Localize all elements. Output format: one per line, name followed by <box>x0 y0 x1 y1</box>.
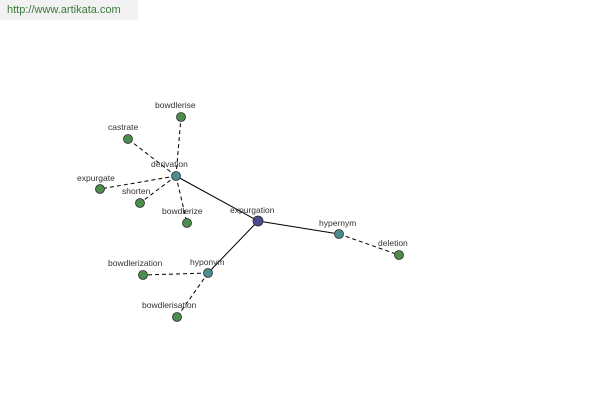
node-hyponym[interactable] <box>203 268 213 278</box>
node-derivation[interactable] <box>171 171 181 181</box>
node-bowdlerize[interactable] <box>182 218 192 228</box>
node-label-bowdlerisation[interactable]: bowdlerisation <box>142 300 197 310</box>
node-bowdlerisation[interactable] <box>172 312 182 322</box>
node-label-expurgate[interactable]: expurgate <box>77 173 115 183</box>
edge-hyponym-bowdlerisation <box>176 272 209 318</box>
url-banner: http://www.artikata.com <box>0 0 138 20</box>
edges-layer <box>99 116 400 318</box>
edge-derivation-bowdlerise <box>175 116 182 177</box>
labels-layer: expurgation derivation hypernym hyponym bowd… <box>77 100 408 310</box>
node-label-expurgation[interactable]: expurgation <box>230 205 275 215</box>
node-hypernym[interactable] <box>334 229 344 239</box>
edge-derivation-castrate <box>127 138 177 177</box>
node-label-deletion[interactable]: deletion <box>378 238 408 248</box>
node-bowdlerization[interactable] <box>138 270 148 280</box>
node-deletion[interactable] <box>394 250 404 260</box>
node-label-bowdlerization[interactable]: bowdlerization <box>108 258 163 268</box>
node-label-castrate[interactable]: castrate <box>108 122 139 132</box>
edge-derivation-shorten <box>139 175 177 204</box>
edge-hypernym-deletion <box>338 233 400 256</box>
node-label-hyponym[interactable]: hyponym <box>190 257 225 267</box>
edge-expurgation-derivation <box>175 175 259 222</box>
node-expurgation[interactable] <box>252 215 264 227</box>
node-castrate[interactable] <box>123 134 133 144</box>
site-url-link[interactable]: http://www.artikata.com <box>7 4 121 16</box>
node-expurgate[interactable] <box>95 184 105 194</box>
node-label-bowdlerise[interactable]: bowdlerise <box>155 100 196 110</box>
node-label-hypernym[interactable]: hypernym <box>319 218 356 228</box>
node-shorten[interactable] <box>135 198 145 208</box>
nodes-layer <box>95 112 404 322</box>
node-label-derivation[interactable]: derivation <box>151 159 188 169</box>
node-label-bowdlerize[interactable]: bowdlerize <box>162 206 203 216</box>
edge-expurgation-hypernym <box>257 220 340 235</box>
edge-derivation-bowdlerize <box>175 175 188 224</box>
node-bowdlerise[interactable] <box>176 112 186 122</box>
edge-expurgation-hyponym <box>207 220 259 274</box>
node-label-shorten[interactable]: shorten <box>122 186 151 196</box>
edge-hyponym-bowdlerization <box>142 272 209 276</box>
edge-derivation-expurgate <box>99 175 177 190</box>
